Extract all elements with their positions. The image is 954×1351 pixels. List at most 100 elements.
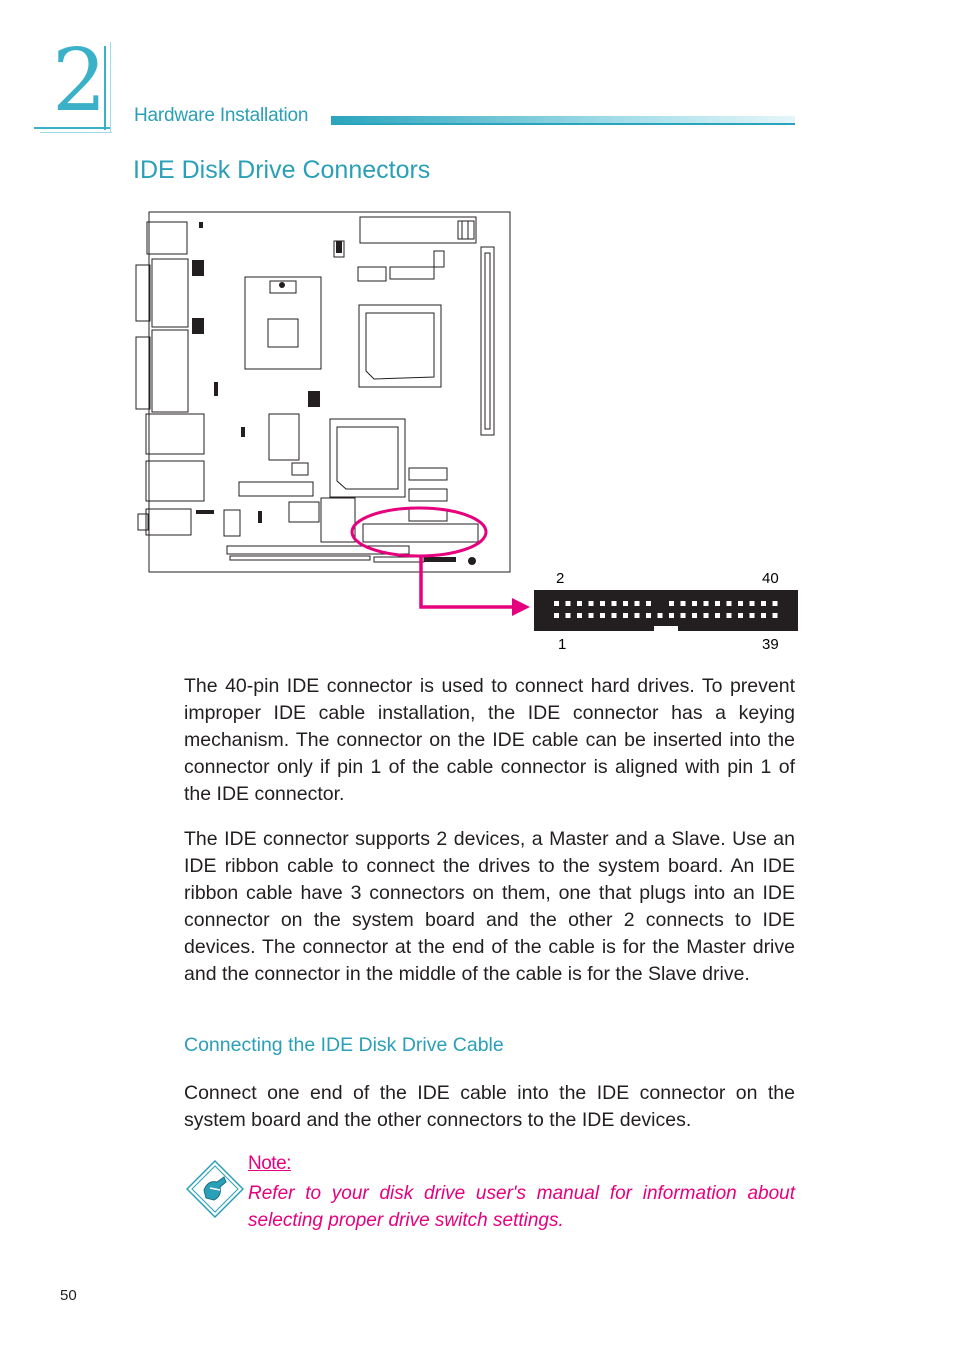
port-serial-flange xyxy=(135,264,151,322)
pin-label-40: 40 xyxy=(762,570,779,587)
ide-pin xyxy=(611,601,617,606)
ide-pin xyxy=(738,613,743,618)
pci-slot-rail xyxy=(229,555,371,561)
mount-hole xyxy=(468,557,476,565)
section-bar xyxy=(331,116,795,124)
sata-2 xyxy=(408,488,448,502)
ide-pin xyxy=(611,613,617,618)
jumper-6 xyxy=(288,501,320,523)
mark-2 xyxy=(192,260,204,276)
port-vga-flange xyxy=(135,336,151,410)
mark-6 xyxy=(241,427,245,437)
ide-pin xyxy=(554,601,559,606)
south-bridge-die xyxy=(336,426,399,490)
ide-pin xyxy=(577,601,582,606)
header-usb xyxy=(357,266,387,282)
note-title: Note: xyxy=(248,1153,291,1174)
south-bridge xyxy=(329,418,406,498)
ide-pin xyxy=(749,613,755,618)
ide-connector-enlarged xyxy=(534,590,798,631)
ide-connector-key xyxy=(654,626,678,634)
super-io xyxy=(268,413,300,461)
power-connector xyxy=(359,216,477,244)
mark-3 xyxy=(192,318,204,334)
ide-pin xyxy=(692,613,697,618)
ide-pin xyxy=(588,601,594,606)
ide-pin xyxy=(726,613,732,618)
ide-pin xyxy=(669,601,674,606)
cpu-die xyxy=(267,318,299,348)
ide-pin xyxy=(600,601,605,606)
ide-pin xyxy=(761,601,766,606)
ide-pin xyxy=(623,613,628,618)
ide-connector-board xyxy=(362,523,479,543)
port-ps2 xyxy=(146,221,188,255)
ide-pin xyxy=(646,613,651,618)
paragraph-2: The IDE connector supports 2 devices, a … xyxy=(184,828,795,985)
pin-label-1: 1 xyxy=(558,636,566,653)
sata-1 xyxy=(408,467,448,481)
cpu-pin1 xyxy=(279,282,285,288)
ide-pin xyxy=(715,613,720,618)
ide-pin xyxy=(577,613,582,618)
cpu-socket xyxy=(244,276,322,370)
chapter-frame-base-shadow xyxy=(40,132,112,133)
mark-4 xyxy=(214,382,218,396)
jumper-3 xyxy=(457,220,469,240)
ide-pin xyxy=(703,613,709,618)
dimm-slot-inner xyxy=(484,252,491,430)
chapter-number: 2 xyxy=(52,31,107,131)
subheading: Connecting the IDE Disk Drive Cable xyxy=(184,1034,504,1056)
ide-pin xyxy=(600,613,605,618)
note-icon xyxy=(185,1159,245,1219)
cpu-lever xyxy=(269,280,297,294)
page-number: 50 xyxy=(60,1287,77,1304)
ide-pin xyxy=(588,613,594,618)
ide-pin xyxy=(703,601,709,606)
pointer-arrow-line xyxy=(419,557,512,609)
mark-8 xyxy=(258,511,262,523)
header-com xyxy=(238,481,314,497)
port-vga xyxy=(151,329,189,413)
ide-pin xyxy=(715,601,720,606)
chapter-frame-base xyxy=(34,127,110,129)
mark-7 xyxy=(196,510,214,514)
ide-pin xyxy=(554,613,559,618)
port-usb xyxy=(145,460,205,502)
mark-1 xyxy=(199,222,203,228)
section-label: Hardware Installation xyxy=(134,105,309,126)
lpc-chip xyxy=(320,497,356,543)
board-outline xyxy=(148,211,511,573)
ide-pin xyxy=(669,613,674,618)
ide-pin xyxy=(738,601,743,606)
pci-slot-tail xyxy=(373,556,425,563)
ide-pin xyxy=(646,601,651,606)
north-bridge-die xyxy=(365,312,435,380)
board-diagram: 2 40 1 39 xyxy=(135,211,798,653)
ide-pin xyxy=(772,601,778,606)
header-front-panel xyxy=(389,266,435,280)
mark-9 xyxy=(424,557,456,562)
ide-pin xyxy=(657,613,663,618)
page-title: IDE Disk Drive Connectors xyxy=(133,156,431,184)
dimm-slot xyxy=(480,246,495,436)
ide-pin xyxy=(749,601,755,606)
ide-pin xyxy=(726,601,732,606)
pin-label-2: 2 xyxy=(556,570,564,587)
jumper-4 xyxy=(291,462,309,476)
ide-pin xyxy=(680,601,686,606)
pointer-arrow-head xyxy=(512,598,530,616)
north-bridge xyxy=(358,304,442,388)
note-text: Refer to your disk drive user's manual f… xyxy=(248,1183,795,1231)
port-lan xyxy=(145,413,205,455)
chapter-frame xyxy=(104,46,106,130)
port-serial-body xyxy=(151,258,189,328)
paragraph-1: The 40-pin IDE connector is used to conn… xyxy=(184,675,795,805)
ide-pin xyxy=(634,601,640,606)
ide-pin xyxy=(565,613,571,618)
ide-pins xyxy=(554,601,778,618)
section-bar-line xyxy=(331,123,795,125)
port-audio xyxy=(145,508,192,536)
pci-slot xyxy=(226,545,410,555)
ide-pin xyxy=(680,613,686,618)
